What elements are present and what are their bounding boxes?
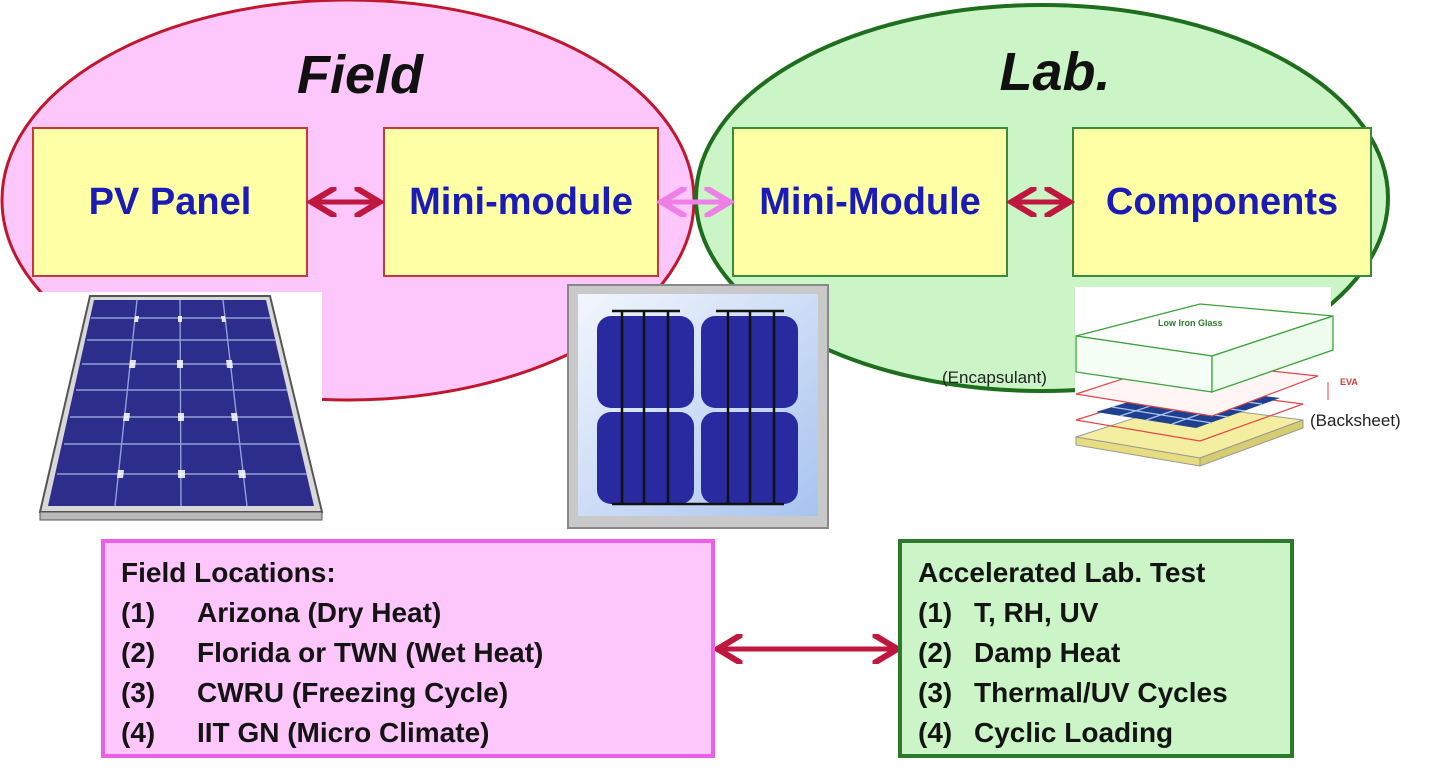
list-item-text: Cyclic Loading: [974, 717, 1174, 748]
components-image: [1075, 287, 1334, 467]
list-item-number: (2): [121, 637, 156, 668]
list-item-number: (4): [121, 717, 156, 748]
list-item-text: CWRU (Freezing Cycle): [197, 677, 509, 708]
list-item-number: (1): [918, 597, 953, 628]
list-item-number: (3): [918, 677, 953, 708]
mini-cell-3: [597, 412, 694, 504]
pv-panel-label: PV Panel: [88, 180, 252, 223]
list-item-text: Thermal/UV Cycles: [974, 677, 1228, 708]
encapsulant-label: (Encapsulant): [942, 368, 1047, 387]
list-item-text: Florida or TWN (Wet Heat): [197, 637, 544, 668]
list-item: (4) IIT GN (Micro Climate): [121, 713, 695, 753]
field-mini-module-box: Mini-module: [383, 127, 659, 277]
lab-tests-title: Accelerated Lab. Test: [918, 557, 1206, 588]
list-item-number: (3): [121, 677, 156, 708]
glass-label: Low Iron Glass: [1158, 318, 1223, 328]
list-item: (3) Thermal/UV Cycles: [918, 673, 1274, 713]
pv-panel-box: PV Panel: [32, 127, 308, 277]
list-item-text: Arizona (Dry Heat): [197, 597, 442, 628]
backsheet-label: (Backsheet): [1310, 411, 1401, 430]
list-item-number: (2): [918, 637, 953, 668]
field-locations-box: Field Locations: (1) Arizona (Dry Heat) …: [101, 539, 715, 758]
list-item: (1) T, RH, UV: [918, 593, 1274, 633]
lab-tests-box: Accelerated Lab. Test (1) T, RH, UV (2) …: [898, 539, 1294, 758]
list-item-number: (1): [121, 597, 156, 628]
list-item-number: (4): [918, 717, 953, 748]
mini-module-image: [567, 284, 829, 529]
mini-cell-1: [597, 316, 694, 408]
eva-label: EVA: [1340, 377, 1358, 387]
list-item-text: IIT GN (Micro Climate): [197, 717, 490, 748]
list-item: (1) Arizona (Dry Heat): [121, 593, 695, 633]
list-item: (3) CWRU (Freezing Cycle): [121, 673, 695, 713]
list-item: (2) Florida or TWN (Wet Heat): [121, 633, 695, 673]
components-label: Components: [1105, 180, 1339, 223]
lab-heading: Lab.: [999, 42, 1111, 102]
lab-mini-module-box: Mini-Module: [732, 127, 1008, 277]
list-item-text: Damp Heat: [974, 637, 1121, 668]
field-heading: Field: [296, 45, 423, 105]
list-item: (2) Damp Heat: [918, 633, 1274, 673]
list-item: (4) Cyclic Loading: [918, 713, 1274, 753]
lab-mini-module-label: Mini-Module: [759, 180, 981, 223]
field-mini-module-label: Mini-module: [409, 180, 633, 223]
field-locations-title: Field Locations:: [121, 557, 336, 588]
list-item-text: T, RH, UV: [974, 597, 1099, 628]
pv-panel-image: [0, 292, 324, 522]
